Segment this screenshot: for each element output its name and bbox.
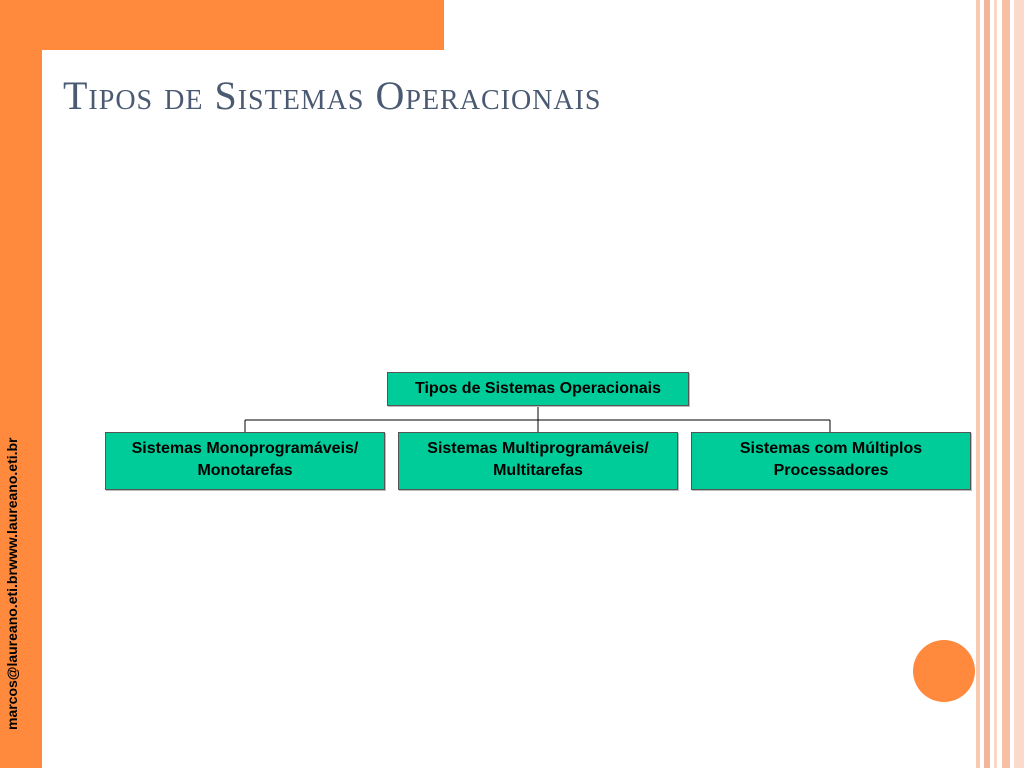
child-label-line1: Sistemas Monoprogramáveis/ — [131, 440, 359, 457]
child-label-line2: Processadores — [773, 462, 889, 479]
diagram-root-box: Tipos de Sistemas Operacionais — [387, 372, 689, 406]
child-label-line1: Sistemas com Múltiplos — [739, 440, 923, 457]
top-accent-bar — [42, 0, 444, 50]
diagram-child-box-multi: Sistemas Multiprogramáveis/ Multitarefas — [398, 432, 678, 490]
child-label-line1: Sistemas Multiprogramáveis/ — [427, 440, 649, 457]
child-label-line2: Monotarefas — [197, 462, 293, 479]
right-stripes-decoration — [976, 0, 1024, 768]
decorative-circle — [913, 640, 975, 702]
diagram-child-box-multiprocessor: Sistemas com Múltiplos Processadores — [691, 432, 971, 490]
stripe — [984, 0, 990, 768]
stripe — [994, 0, 997, 768]
stripe — [976, 0, 980, 768]
stripe — [1002, 0, 1010, 768]
page-title: Tipos de Sistemas Operacionais — [63, 73, 602, 118]
diagram-child-box-mono: Sistemas Monoprogramáveis/ Monotarefas — [105, 432, 385, 490]
child-label-line2: Multitarefas — [493, 462, 583, 479]
left-accent-bar — [0, 0, 42, 768]
stripe — [1014, 0, 1024, 768]
diagram-root-label: Tipos de Sistemas Operacionais — [414, 380, 662, 397]
